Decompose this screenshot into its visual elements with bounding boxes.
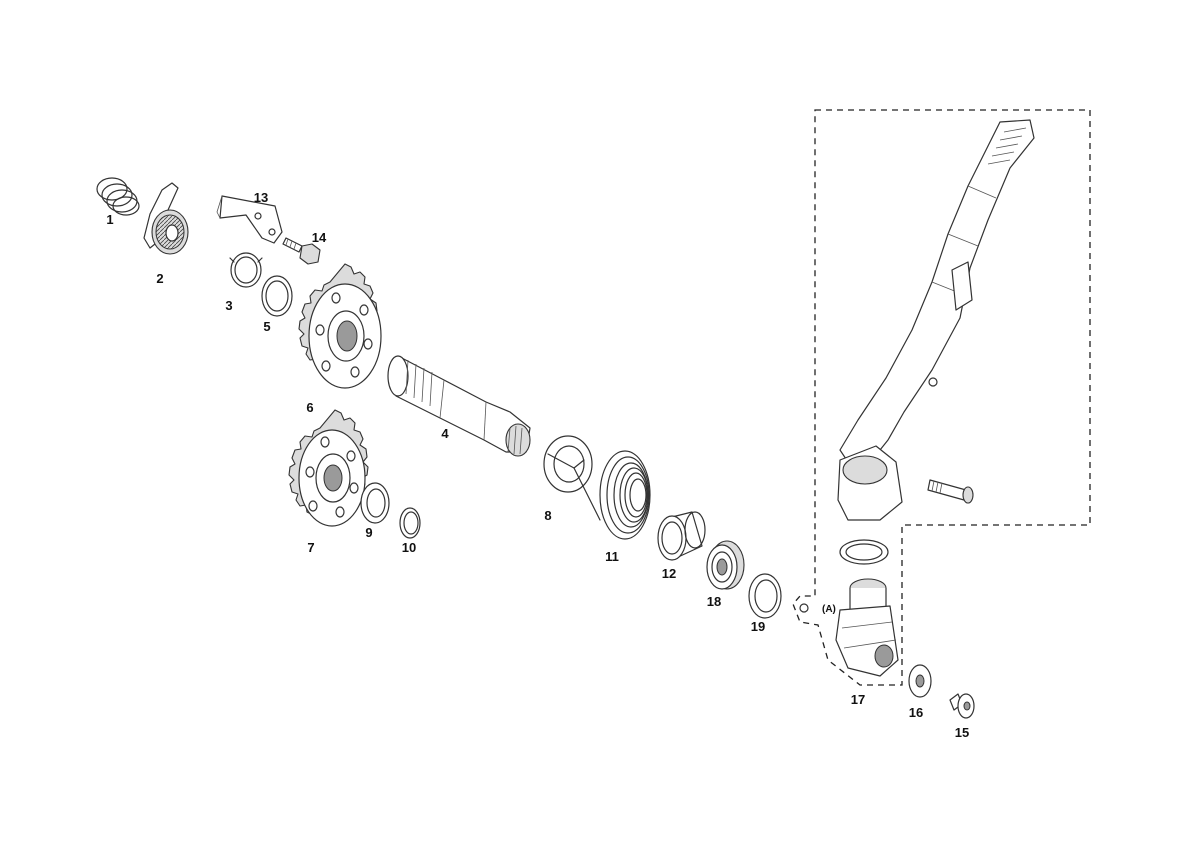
reference-tag: (A) [822,604,836,615]
reference-marker: (A) [799,603,836,615]
part-16-washer[interactable] [908,664,932,698]
callout-11: 11 [605,549,619,564]
part-10-circlip[interactable] [399,507,421,539]
part-11-kick-spring[interactable] [573,450,651,540]
callout-4: 4 [441,426,449,441]
callout-19: 19 [751,619,765,634]
part-19-washer[interactable] [748,573,782,619]
kick-lever[interactable] [837,119,1035,521]
callout-12: 12 [662,566,676,581]
callout-2: 2 [156,271,163,286]
callout-7: 7 [307,540,314,555]
callout-10: 10 [402,540,416,555]
part-18-seal[interactable] [706,540,745,590]
callout-15: 15 [955,725,969,740]
part-2-ratchet[interactable] [143,182,189,255]
part-3-circlip[interactable] [229,252,263,288]
part-15-screw[interactable] [949,693,975,719]
part-13-guide-plate[interactable] [216,195,283,244]
part-1-spring[interactable] [96,177,140,216]
callout-16: 16 [909,705,923,720]
callout-3: 3 [225,298,232,313]
callout-14: 14 [312,230,327,245]
callout-9: 9 [365,525,372,540]
part-9-washer[interactable] [360,482,390,524]
part-5-washer[interactable] [261,275,293,317]
callout-8: 8 [544,508,551,523]
assembly-boundary [792,109,1091,686]
o-ring[interactable] [839,539,889,565]
lever-pivot-bolt[interactable] [927,479,974,504]
part-6-gear[interactable] [298,263,382,389]
part-12-bushing[interactable] [657,511,706,561]
part-4-shaft[interactable] [387,355,531,457]
callout-17: 17 [851,692,865,707]
part-17-lever-boss[interactable] [835,578,899,677]
callout-18: 18 [707,594,721,609]
callout-13: 13 [254,190,268,205]
callout-6: 6 [306,400,313,415]
callout-5: 5 [263,319,270,334]
callout-1: 1 [106,212,113,227]
part-8-tab-washer[interactable] [543,435,593,493]
part-7-gear[interactable] [288,409,369,527]
part-14-bolt[interactable] [282,237,321,265]
